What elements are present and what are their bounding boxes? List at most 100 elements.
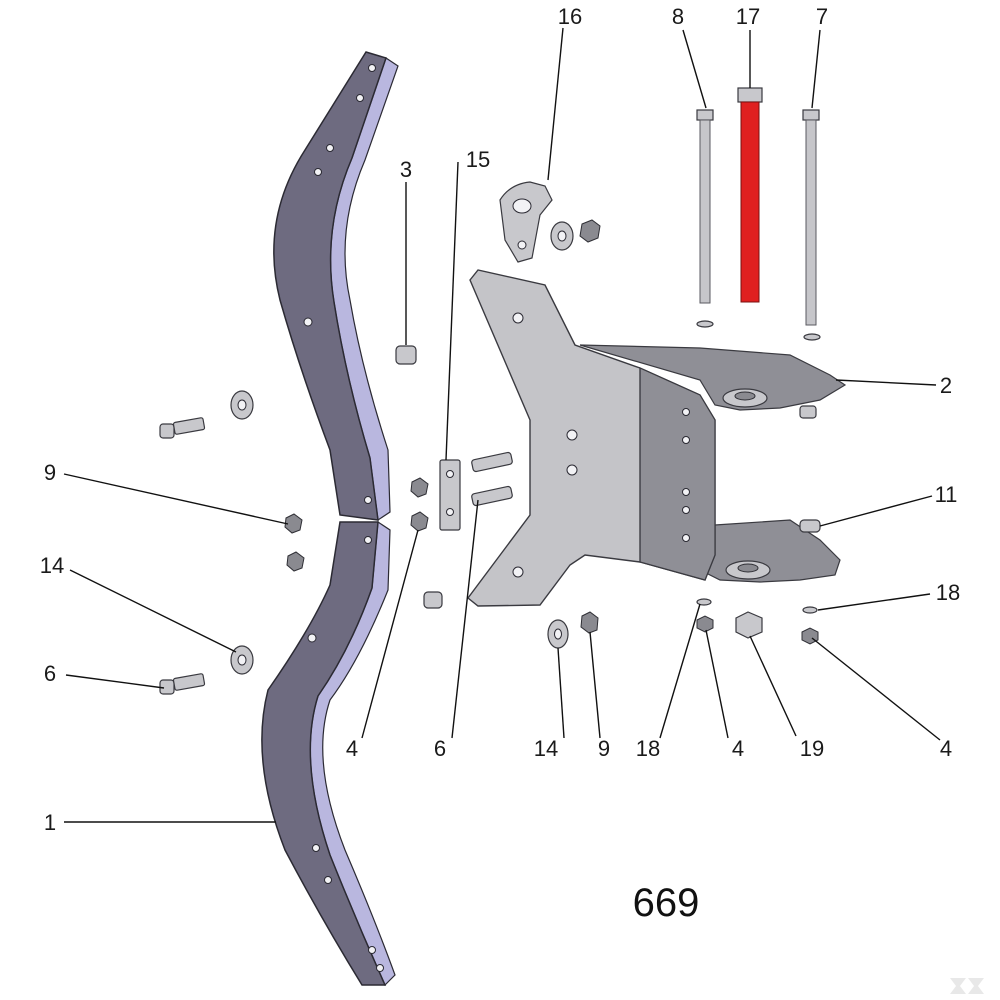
part-17-highlighted-rod — [737, 87, 763, 303]
bracket-hole — [682, 488, 690, 496]
leader-14-left — [69, 569, 237, 653]
bracket-hole — [512, 312, 524, 324]
spacer — [423, 591, 443, 609]
part-15-clamp-plate — [439, 459, 461, 531]
small-washer-18 — [696, 598, 712, 606]
callout-labels: 16 8 17 7 3 15 2 11 18 9 14 6 1 4 6 14 9… — [40, 4, 960, 835]
small-washer — [803, 333, 821, 341]
leader-18-right — [817, 593, 931, 611]
nut-4 — [410, 511, 429, 532]
rod-shank — [740, 101, 760, 303]
bolt-head — [696, 109, 714, 121]
clamp-hole — [446, 508, 454, 516]
bolt-head — [802, 109, 820, 121]
tab-nut — [579, 219, 601, 243]
plate-hole — [356, 94, 364, 102]
callout-4-mid: 4 — [732, 736, 744, 761]
tab-hole — [517, 240, 527, 250]
leader-9-center — [589, 631, 601, 739]
callout-1: 1 — [44, 810, 56, 835]
bracket-hole — [682, 534, 690, 542]
leader-11 — [819, 495, 933, 527]
bolt-head — [159, 679, 175, 695]
bracket-hole — [566, 429, 578, 441]
part-6-bolt-lower-left — [159, 673, 206, 695]
bracket-side-flange — [639, 367, 716, 581]
leader-19 — [749, 635, 797, 737]
spacer-body — [395, 345, 417, 365]
bracket-hole — [682, 436, 690, 444]
callout-6-center: 6 — [434, 736, 446, 761]
part-6-bolt-center — [471, 451, 513, 507]
plate-hole — [376, 964, 384, 972]
callout-11: 11 — [935, 482, 958, 507]
part-16-tab-assembly — [499, 181, 601, 263]
callout-18-right: 18 — [936, 580, 960, 605]
plate-hole — [307, 633, 317, 643]
small-washer-18 — [802, 606, 818, 614]
callout-15: 15 — [466, 147, 490, 172]
clamp-plate-body — [439, 459, 461, 531]
nut-9 — [284, 513, 303, 534]
washer-hole — [237, 399, 247, 411]
callout-2: 2 — [940, 373, 952, 398]
callout-7: 7 — [816, 4, 828, 29]
spacer-11 — [799, 519, 821, 533]
leader-4-mid — [705, 629, 729, 739]
rod-head — [737, 87, 763, 103]
callout-6-left: 6 — [44, 661, 56, 686]
leader-15 — [445, 161, 459, 461]
leader-18-mid — [659, 603, 701, 739]
tab-washer-hole — [557, 230, 567, 242]
bracket-boss-hole — [737, 563, 759, 573]
part-7-long-bolt — [802, 109, 820, 326]
plate-upper-face — [273, 51, 387, 521]
nut-4 — [696, 615, 714, 633]
bracket-hole — [512, 566, 524, 578]
plate-hole — [312, 844, 320, 852]
plate-hole — [324, 876, 332, 884]
callout-9-center: 9 — [598, 736, 610, 761]
nut-4 — [410, 477, 429, 498]
part-1-curved-plate — [261, 51, 399, 987]
leader-4-right — [811, 637, 941, 741]
callout-18-mid: 18 — [636, 736, 660, 761]
plate-hole — [364, 536, 372, 544]
leader-2 — [835, 379, 937, 386]
callout-4-left: 4 — [346, 736, 358, 761]
bolt-shank — [699, 119, 711, 304]
bolt-shank — [172, 417, 206, 435]
spacer-nut — [799, 405, 817, 419]
plate-hole — [303, 317, 313, 327]
bolt-shank — [471, 451, 513, 473]
callout-4-right: 4 — [940, 736, 952, 761]
small-washer — [696, 320, 714, 328]
nut — [286, 551, 305, 572]
clamp-hole — [446, 470, 454, 478]
part-3-spacer — [395, 345, 417, 365]
bolt-head — [159, 423, 175, 439]
leader-7 — [811, 29, 821, 109]
callout-3: 3 — [400, 157, 412, 182]
bracket-upper-arm — [579, 344, 847, 411]
callout-19: 19 — [800, 736, 824, 761]
leader-6-left — [65, 674, 165, 689]
leader-8 — [682, 29, 707, 109]
washer-hole — [237, 654, 247, 666]
plate-hole — [368, 64, 376, 72]
leader-lines — [63, 27, 941, 823]
brand-logo-icon — [950, 978, 984, 994]
callout-16: 16 — [558, 4, 582, 29]
tab-plate — [499, 181, 553, 263]
plate-hole — [314, 168, 322, 176]
plate-hole — [326, 144, 334, 152]
washer-hole — [554, 628, 562, 640]
bolt-shank — [805, 119, 817, 326]
tab-hole — [512, 198, 532, 214]
figure-number: 669 — [633, 881, 700, 925]
part-6-bolt-upper-left — [159, 417, 206, 439]
bracket-hole — [682, 506, 690, 514]
bolt-shank — [172, 673, 206, 691]
callout-14-left: 14 — [40, 553, 64, 578]
